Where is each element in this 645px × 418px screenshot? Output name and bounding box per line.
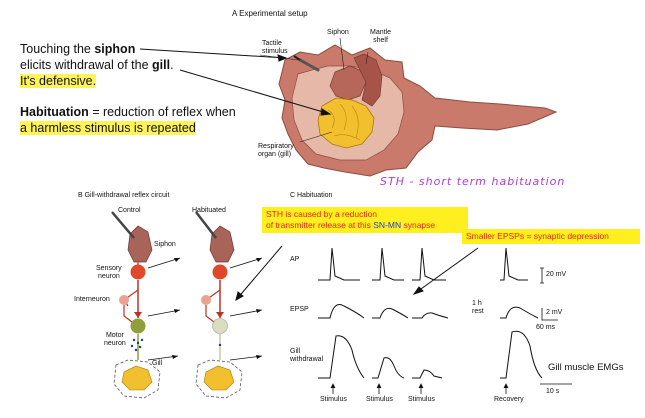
label-gill-emgs: Gill muscle EMGs — [548, 362, 624, 373]
note-line1: Touching the siphon — [20, 42, 136, 56]
note-line3: It's defensive. — [20, 74, 97, 88]
annotation-arrows — [235, 245, 479, 302]
circuit-arrows — [147, 257, 263, 361]
handwritten-note: STH - short term habituation — [380, 175, 566, 188]
label-motor-neuron: Motor neuron — [104, 332, 126, 347]
label-epsp: EPSP — [290, 306, 309, 313]
label-control: Control — [118, 207, 141, 214]
panelA-title: A Experimental setup — [232, 9, 308, 18]
sth-line1: STH is caused by a reduction — [266, 209, 378, 219]
label-siphon: Siphon — [327, 29, 349, 36]
label-20mv: 20 mV — [546, 271, 567, 278]
label-respiratory-organ: Respiratory organ (gill) — [258, 143, 294, 158]
epsp-traces — [318, 304, 539, 319]
aplysia-illustration — [278, 44, 558, 177]
note-arrows — [139, 48, 332, 116]
circuit-control — [111, 211, 161, 399]
label-rest: 1 h rest — [472, 300, 484, 315]
gill-traces — [318, 330, 543, 379]
label-interneuron: Interneuron — [74, 296, 110, 303]
panelC-title: C Habituation — [290, 192, 333, 199]
label-10s: 10 s — [546, 388, 560, 395]
habituation-line1: Habituation = reduction of reflex when — [20, 105, 236, 119]
epsp-annotation-box: Smaller EPSPs = synaptic depression — [462, 229, 640, 244]
sth-line2: of transmitter release at this SN-MN syn… — [266, 220, 436, 230]
label-mantle-shelf: Mantle shelf — [370, 29, 392, 44]
stimulus-label-1: Stimulus — [320, 396, 347, 403]
label-sensory-neuron: Sensory neuron — [96, 265, 122, 280]
note-line2: elicits withdrawal of the gill. — [20, 58, 174, 72]
habituation-line2: a harmless stimulus is repeated — [20, 121, 196, 135]
label-ap: AP — [290, 256, 300, 263]
circuit-arrowheads — [172, 258, 262, 359]
label-2mv: 2 mV — [546, 309, 563, 316]
recovery-label: Recovery — [494, 396, 524, 403]
panelB-title: B Gill-withdrawal reflex circuit — [78, 192, 170, 199]
stimulus-label-2: Stimulus — [366, 396, 393, 403]
label-gill-withdrawal: Gill withdrawal — [290, 348, 324, 363]
label-60ms: 60 ms — [536, 324, 556, 331]
label-gill: Gill — [152, 360, 163, 367]
scale-bars — [540, 267, 572, 385]
label-siphon-b: Siphon — [154, 241, 176, 248]
stimulus-markers — [330, 383, 509, 394]
circuit-habituated — [195, 211, 243, 399]
label-tactile-stimulus: Tactile stimulus — [262, 40, 288, 55]
stimulus-label-3: Stimulus — [408, 396, 435, 403]
ap-traces — [318, 247, 528, 281]
sth-annotation-box: STH is caused by a reduction of transmit… — [262, 207, 468, 233]
label-habituated: Habituated — [192, 207, 226, 214]
